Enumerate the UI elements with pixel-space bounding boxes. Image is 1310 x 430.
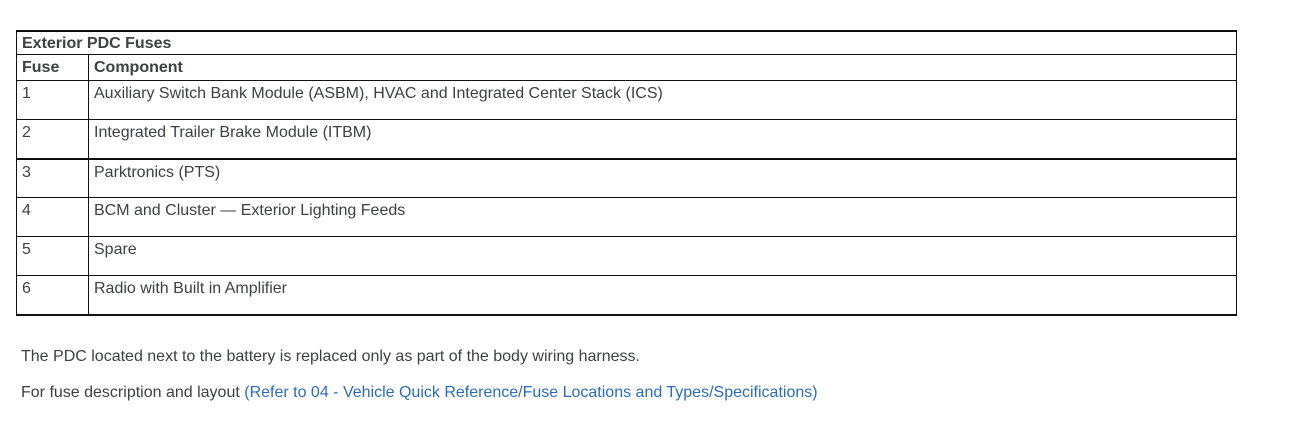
fuse-layout-note-text: For fuse description and layout xyxy=(21,383,245,401)
fuse-component: Radio with Built in Amplifier xyxy=(88,275,1237,315)
document-content: Exterior PDC Fuses Fuse Component 1 Auxi… xyxy=(16,30,1240,402)
fuse-component: Spare xyxy=(88,236,1237,276)
fuse-number: 3 xyxy=(16,158,89,198)
column-header-fuse: Fuse xyxy=(16,54,89,81)
table-title-row: Exterior PDC Fuses xyxy=(16,30,1237,55)
table-row: 1 Auxiliary Switch Bank Module (ASBM), H… xyxy=(16,80,1237,120)
fuse-reference-link[interactable]: (Refer to 04 - Vehicle Quick Reference/F… xyxy=(244,383,818,401)
fuse-component: BCM and Cluster — Exterior Lighting Feed… xyxy=(88,197,1237,237)
fuse-component: Integrated Trailer Brake Module (ITBM) xyxy=(88,119,1237,160)
fuse-number: 1 xyxy=(16,80,89,120)
fuse-component: Auxiliary Switch Bank Module (ASBM), HVA… xyxy=(88,80,1237,120)
fuse-number: 2 xyxy=(16,119,89,160)
fuse-number: 5 xyxy=(16,236,89,276)
fuse-component: Parktronics (PTS) xyxy=(88,158,1237,198)
table-row: 4 BCM and Cluster — Exterior Lighting Fe… xyxy=(16,197,1237,237)
column-header-component: Component xyxy=(88,54,1237,81)
table-row: 3 Parktronics (PTS) xyxy=(16,158,1237,198)
exterior-pdc-fuses-table: Exterior PDC Fuses Fuse Component 1 Auxi… xyxy=(16,30,1237,316)
table-title: Exterior PDC Fuses xyxy=(16,30,1237,55)
table-row: 5 Spare xyxy=(16,236,1237,276)
notes-section: The PDC located next to the battery is r… xyxy=(21,347,1240,402)
fuse-number: 6 xyxy=(16,275,89,315)
fuse-number: 4 xyxy=(16,197,89,237)
table-header-row: Fuse Component xyxy=(16,54,1237,81)
pdc-replacement-note: The PDC located next to the battery is r… xyxy=(21,347,640,365)
fuse-layout-note: For fuse description and layout (Refer t… xyxy=(21,383,1240,402)
table-row: 6 Radio with Built in Amplifier xyxy=(16,275,1237,315)
table-row: 2 Integrated Trailer Brake Module (ITBM) xyxy=(16,119,1237,160)
